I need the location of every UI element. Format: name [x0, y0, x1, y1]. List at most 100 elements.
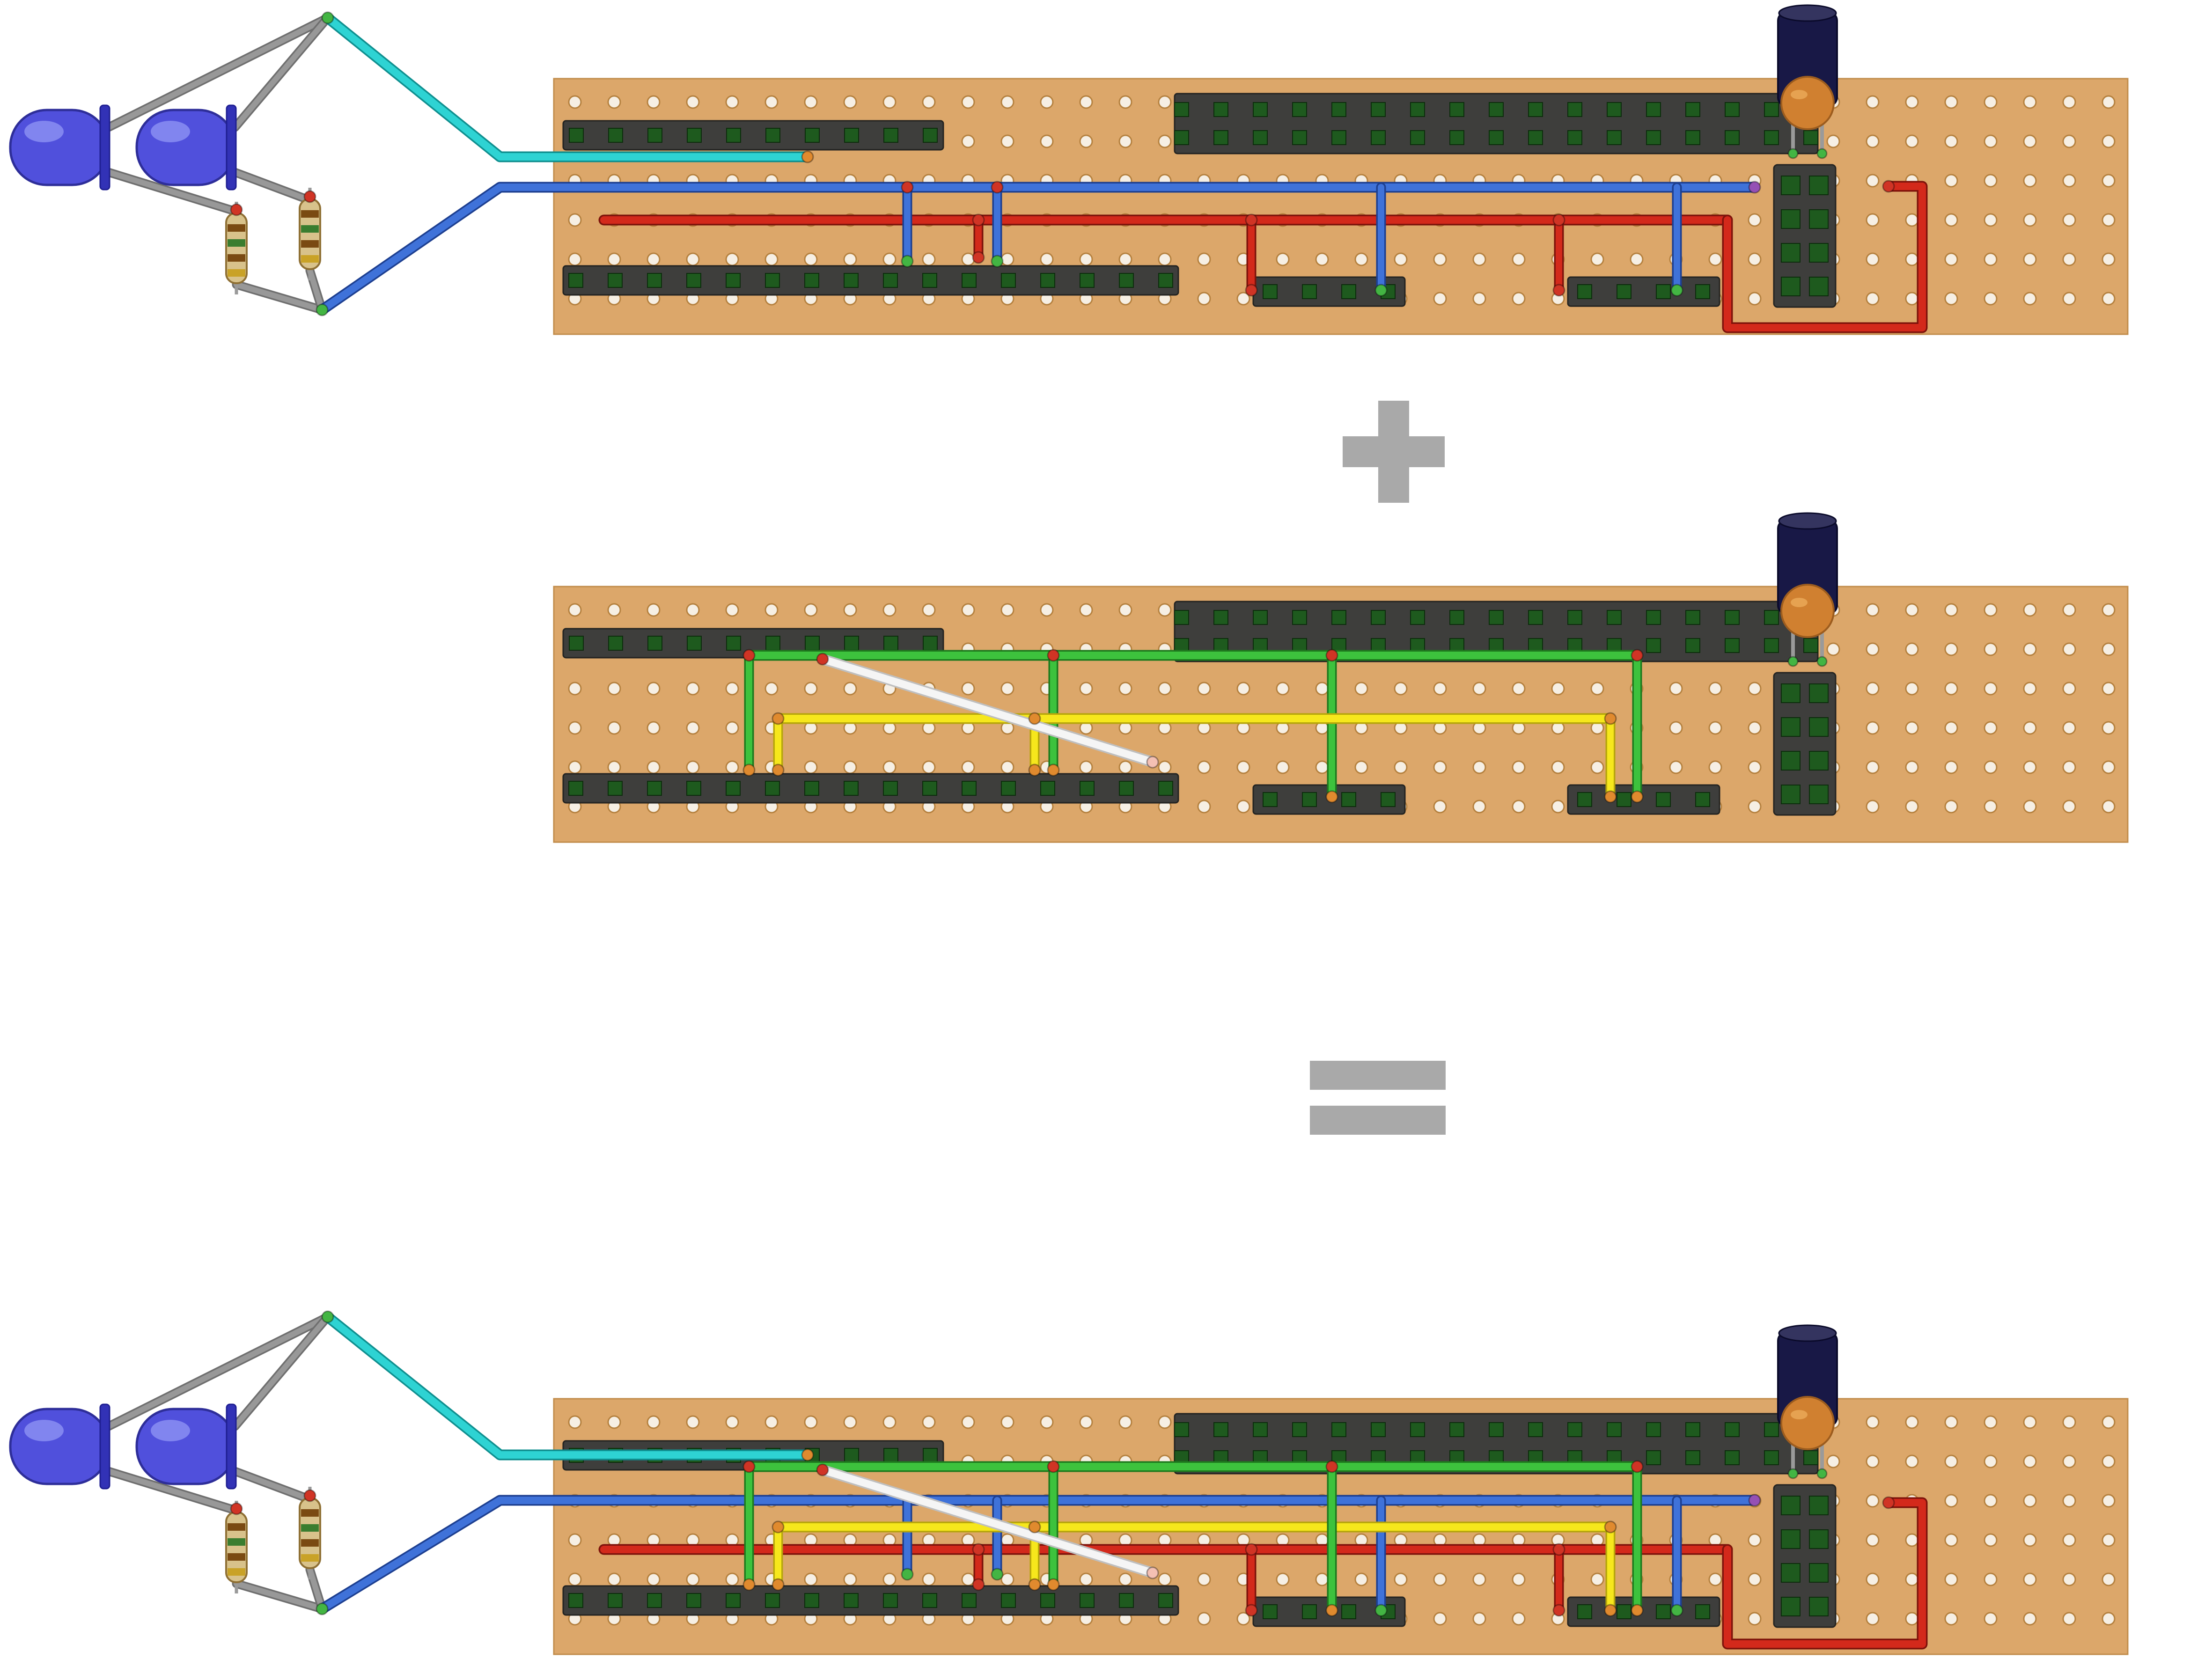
capacitor-top [1778, 512, 1837, 530]
board-hole [764, 682, 779, 696]
board-hole [2062, 1533, 2076, 1547]
header-pin [1341, 1604, 1356, 1619]
board-hole [2102, 1494, 2116, 1508]
board-hole [1512, 760, 1526, 774]
led-highlight [24, 121, 64, 142]
header-pin [687, 636, 702, 651]
board-hole [1000, 603, 1014, 617]
header-pin [1001, 781, 1016, 796]
board-hole [1118, 682, 1132, 696]
header-pin [1725, 1450, 1740, 1465]
board-hole [1512, 800, 1526, 814]
board-hole [1944, 213, 1958, 227]
board-hole [843, 1415, 857, 1429]
header-pin [1292, 102, 1307, 117]
resistor-band [301, 1539, 319, 1547]
board-hole [1905, 1572, 1919, 1586]
board-hole [1984, 292, 1998, 306]
board-hole [1276, 760, 1290, 774]
header-pin [686, 273, 701, 288]
board-hole [1944, 1454, 1958, 1468]
board-hole [725, 760, 739, 774]
junction-dot-orange [1604, 790, 1617, 803]
junction-dot-orange [1028, 1520, 1041, 1534]
header-pin [647, 273, 662, 288]
header-pin [647, 781, 662, 796]
header-pin [1803, 1450, 1818, 1465]
board-hole [1197, 252, 1211, 266]
board-hole [1944, 1533, 1958, 1547]
board-hole [2102, 134, 2116, 148]
junction-dot-red [816, 1463, 829, 1476]
board-hole [725, 1415, 739, 1429]
led-body [135, 109, 236, 186]
board-hole [961, 1415, 975, 1429]
capacitor-lead-dot [1787, 656, 1799, 667]
header-pin [844, 273, 859, 288]
socket-pin [1781, 1496, 1800, 1515]
socket-pin [1809, 209, 1829, 229]
header-pin [1410, 102, 1425, 117]
header-pin [1695, 1604, 1710, 1619]
board-hole [2023, 95, 2037, 109]
board-hole [1984, 134, 1998, 148]
board-hole [647, 1415, 661, 1429]
header-pin [1725, 610, 1740, 625]
board-hole [882, 1572, 897, 1586]
header-pin [1567, 1422, 1582, 1437]
board-hole [607, 95, 621, 109]
junction-dot-green [316, 303, 329, 316]
board-hole [1118, 252, 1132, 266]
board-hole [804, 1415, 818, 1429]
header-pin [1263, 792, 1278, 807]
board-hole [1590, 760, 1604, 774]
header-pin [1646, 130, 1661, 145]
board-hole [1984, 642, 1998, 656]
socket-pin [1781, 785, 1800, 804]
board-hole [1551, 760, 1565, 774]
header-pin [1685, 1450, 1700, 1465]
board-hole [1748, 1612, 1762, 1626]
header-pin [1685, 1422, 1700, 1437]
header-pin [765, 1593, 780, 1608]
header-pin [1685, 638, 1700, 653]
board-hole [961, 603, 975, 617]
led-body [135, 1408, 236, 1485]
board-hole [2102, 1415, 2116, 1429]
resistor-band [301, 255, 319, 263]
led-body [9, 1408, 110, 1485]
board-hole [568, 1415, 582, 1429]
board-hole [1866, 95, 1880, 109]
board-hole [1944, 174, 1958, 188]
board-hole [843, 252, 857, 266]
header-pin [608, 781, 623, 796]
board-hole [1040, 1415, 1054, 1429]
header-pin [804, 1593, 819, 1608]
board-hole [922, 603, 936, 617]
board-hole [1590, 1572, 1604, 1586]
header-pin [647, 128, 662, 143]
board-hole [1669, 760, 1683, 774]
board-hole [686, 95, 700, 109]
capacitor-disc-highlight [1791, 1410, 1808, 1419]
board-hole [1866, 603, 1880, 617]
wire-gray [232, 1468, 313, 1502]
board-hole [1826, 642, 1840, 656]
board-hole [1236, 800, 1250, 814]
header-pin [1764, 610, 1779, 625]
board-hole [1944, 642, 1958, 656]
equals-bottom-bar [1310, 1106, 1446, 1135]
board-hole [764, 252, 779, 266]
header-pin [883, 128, 898, 143]
board-hole [1000, 1415, 1014, 1429]
capacitor-lead-dot [1787, 1468, 1799, 1479]
wire-gray [232, 1314, 331, 1429]
header-pin [1449, 102, 1464, 117]
board-hole [1000, 252, 1014, 266]
board-hole [1984, 721, 1998, 735]
board-hole [1905, 1415, 1919, 1429]
header-pin [1213, 130, 1228, 145]
led-highlight [24, 1420, 64, 1441]
board-hole [922, 1572, 936, 1586]
junction-dot-green [316, 1602, 329, 1615]
